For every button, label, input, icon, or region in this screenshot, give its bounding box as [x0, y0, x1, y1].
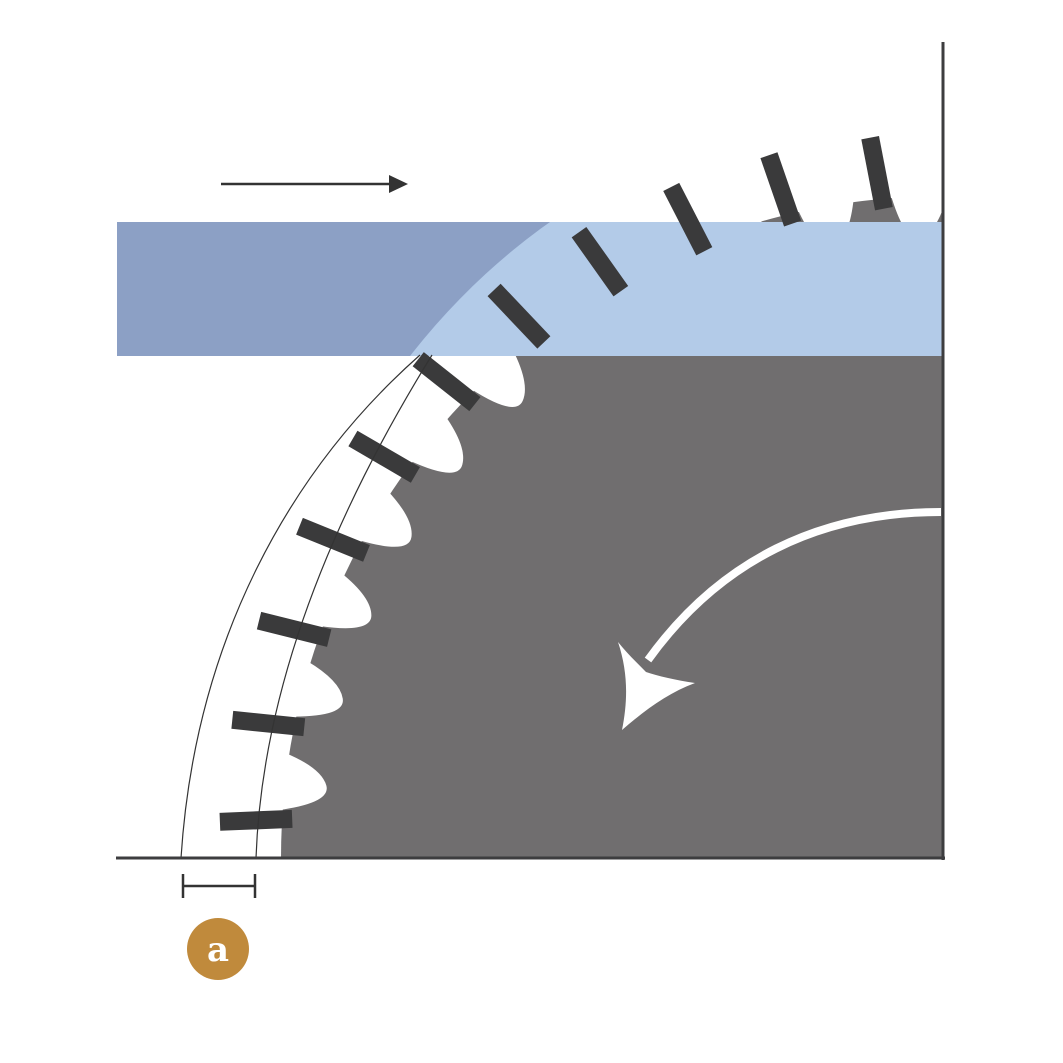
- saw-tooth-tip: [663, 182, 713, 256]
- saw-tooth-tip: [760, 152, 802, 227]
- saw-tooth-tip: [412, 352, 481, 412]
- blade-gullet: [357, 490, 412, 547]
- saw-teeth: [219, 135, 893, 831]
- blade-gullet: [278, 752, 327, 811]
- curved-arrow-counterclockwise-icon: [618, 508, 942, 730]
- blade-gullet: [470, 349, 525, 407]
- saw-tooth-tip: [219, 809, 293, 831]
- saw-tooth-tip: [571, 226, 629, 297]
- arrow-right-icon: [221, 175, 408, 193]
- saw-tooth-tip: [861, 135, 893, 211]
- dimension-marker: [181, 874, 257, 898]
- dimension-label-badge: a: [187, 918, 249, 980]
- saw-tooth-tip: [256, 611, 332, 647]
- saw-tooth-tip: [296, 517, 370, 562]
- blade-gullet: [408, 415, 464, 473]
- dimension-label-text: a: [207, 930, 229, 970]
- blade-gullet: [292, 660, 343, 717]
- saw-tooth-tip: [487, 283, 551, 349]
- kerf-outer-arc: [180, 354, 421, 859]
- saw-tooth-tip: [231, 710, 306, 737]
- saw-tooth-tip: [348, 430, 420, 483]
- blade-disc: [281, 196, 943, 858]
- blade-gullet: [318, 572, 372, 629]
- kerf-inner-arc: [255, 354, 433, 859]
